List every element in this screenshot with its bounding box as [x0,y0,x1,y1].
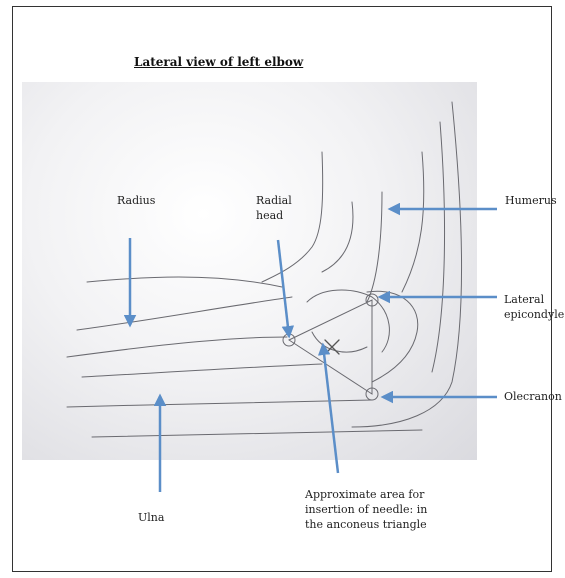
label-radial-head-line1: Radial [256,193,292,208]
radius-outline-3 [67,337,287,357]
label-ulna: Ulna [138,510,164,525]
pencil-sketch [22,82,477,460]
label-lateral-epicondyle-line2: epicondyle [504,307,564,322]
label-lateral-epicondyle: Lateral epicondyle [504,292,564,322]
elbow-sketch-photo [22,82,477,460]
label-humerus: Humerus [505,193,557,208]
label-needle-area-line3: the anconeus triangle [305,517,427,532]
humerus-outline-2 [322,202,353,272]
radius-outline-2 [77,297,292,330]
humerus-outline-6 [432,122,445,372]
label-needle-area-line2: insertion of needle: in [305,502,427,517]
anconeus-triangle [289,300,372,394]
humerus-outline-3 [367,192,382,302]
joint-line [312,332,367,352]
figure-title: Lateral view of left elbow [134,55,303,69]
label-lateral-epicondyle-line1: Lateral [504,292,564,307]
label-needle-area: Approximate area for insertion of needle… [305,487,427,532]
label-needle-area-line1: Approximate area for [305,487,427,502]
label-radius: Radius [117,193,155,208]
label-radial-head: Radial head [256,193,292,223]
label-olecranon: Olecranon [504,389,562,404]
ulna-outline-1 [82,364,322,377]
label-radial-head-line2: head [256,208,292,223]
radius-outline-1 [87,277,282,287]
humerus-outline-4 [402,152,424,292]
ulna-outline-3 [92,430,422,437]
ulna-outline-2 [67,400,372,407]
humerus-outline-5 [352,102,461,427]
